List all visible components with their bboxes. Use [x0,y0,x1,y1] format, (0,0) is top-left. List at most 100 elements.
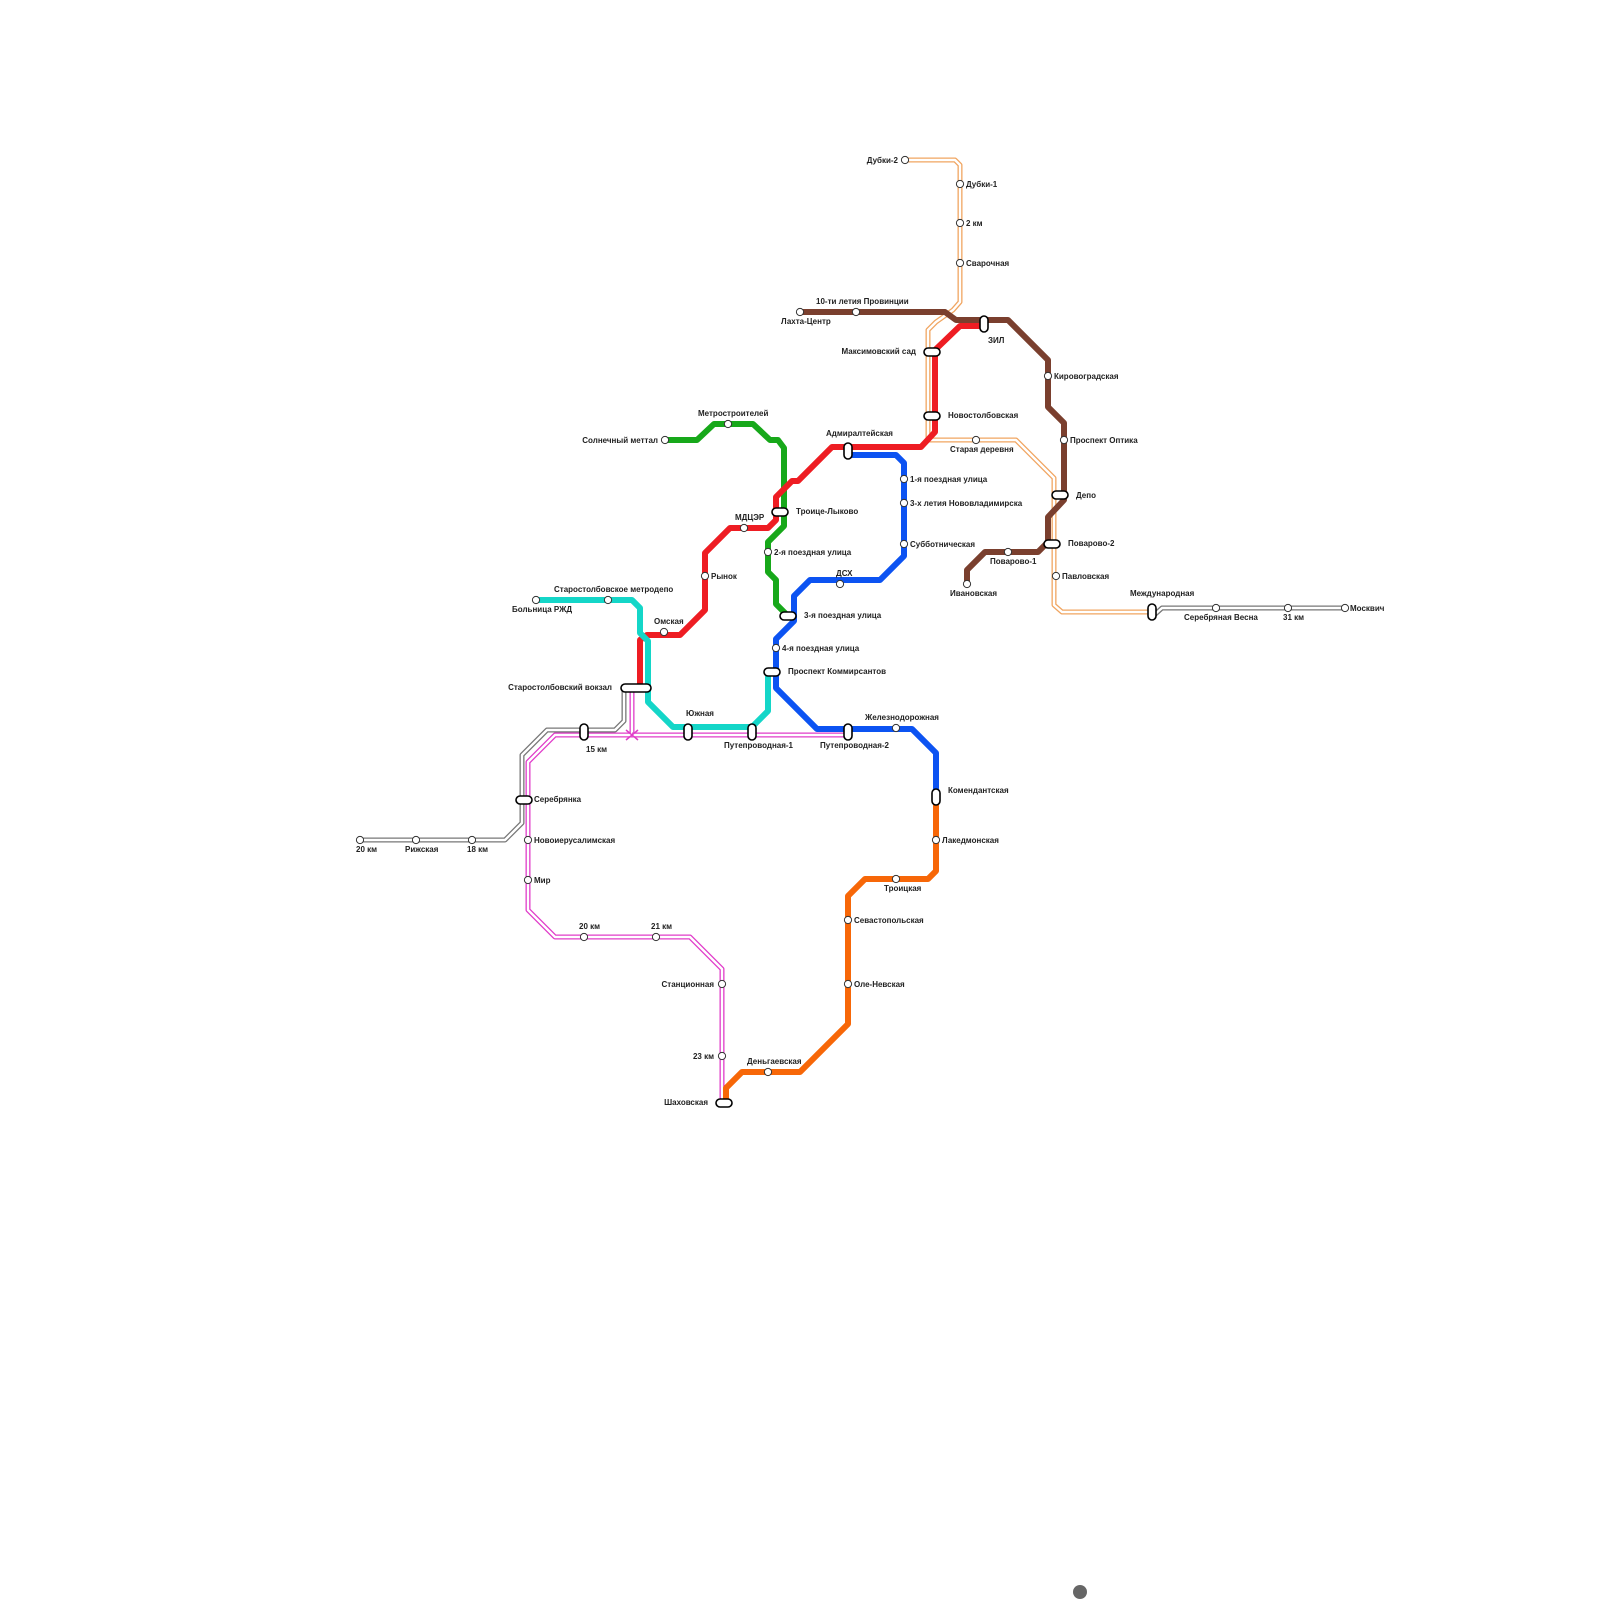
station-troitse[interactable]: Троице-Лыково [771,507,858,517]
station-vokzal[interactable]: Старостолбовский вокзал [508,683,652,693]
station-marker-icon[interactable] [1059,435,1069,445]
station-km31[interactable]: 31 км [1283,603,1304,622]
station-marker-icon[interactable] [1147,603,1157,621]
station-kirovogradskaya[interactable]: Кировоградская [1043,371,1119,381]
station-novostolbovskaya[interactable]: Новостолбовская [923,411,1019,421]
station-marker-icon[interactable] [955,179,965,189]
station-marker-icon[interactable] [923,411,941,421]
station-poezd4[interactable]: 4-я поездная улица [771,643,860,653]
station-troickaya[interactable]: Троицкая [884,874,922,893]
station-marker-icon[interactable] [523,875,533,885]
station-marker-icon[interactable] [683,723,693,741]
station-marker-icon[interactable] [531,595,541,605]
station-provincii[interactable]: 10-ти летия Провинции [816,297,909,317]
station-marker-icon[interactable] [955,218,965,228]
station-puteprov2[interactable]: Путепроводная-2 [820,723,890,750]
station-marker-icon[interactable] [851,307,861,317]
station-km20s[interactable]: 20 км [579,922,600,942]
station-marker-icon[interactable] [962,579,972,589]
station-stancion[interactable]: Станционная [662,979,727,989]
station-sevastop[interactable]: Севастопольская [843,915,924,925]
station-marker-icon[interactable] [747,723,757,741]
station-marker-icon[interactable] [1211,603,1221,613]
station-rizhskaya[interactable]: Рижская [405,835,439,854]
station-komendant[interactable]: Комендантская [931,786,1009,806]
station-moskvich[interactable]: Москвич [1340,603,1385,613]
station-mir[interactable]: Мир [523,875,551,885]
station-subbot[interactable]: Субботническая [899,539,975,549]
station-lakedem[interactable]: Лакедмонская [931,835,999,845]
station-zil[interactable]: ЗИЛ [979,315,1005,345]
station-novoierus[interactable]: Новоиерусалимская [523,835,615,845]
station-km21[interactable]: 21 км [651,922,672,942]
station-marker-icon[interactable] [795,307,805,317]
station-ivanovskaya[interactable]: Ивановская [950,579,997,598]
station-marker-icon[interactable] [843,915,853,925]
station-svarochnaya[interactable]: Сварочная [955,258,1010,268]
station-marker-icon[interactable] [620,683,652,693]
station-poezd1[interactable]: 1-я поездная улица [899,474,988,484]
station-dubki1[interactable]: Дубки-1 [955,179,998,189]
station-marker-icon[interactable] [763,667,781,677]
station-novovlad[interactable]: 3-х летия Нововладимирска [899,498,1023,508]
station-marker-icon[interactable] [891,723,901,733]
station-marker-icon[interactable] [467,835,477,845]
station-marker-icon[interactable] [931,835,941,845]
station-kommersant[interactable]: Проспект Коммирсантов [763,667,886,677]
station-dubki2[interactable]: Дубки-2 [867,155,910,165]
station-shakhov[interactable]: Шаховская [664,1098,733,1108]
station-marker-icon[interactable] [843,442,853,460]
station-lakhta[interactable]: Лахта-Центр [781,307,831,326]
station-marker-icon[interactable] [891,874,901,884]
station-marker-icon[interactable] [923,347,941,357]
station-optika[interactable]: Проспект Оптика [1059,435,1138,445]
station-marker-icon[interactable] [700,571,710,581]
station-poezd2[interactable]: 2-я поездная улица [763,547,852,557]
station-marker-icon[interactable] [739,523,749,533]
station-metrodepo[interactable]: Старостолбовское метродепо [554,585,673,605]
station-depo[interactable]: Депо [1051,490,1096,500]
station-povarovo1[interactable]: Поварово-1 [990,547,1037,566]
station-marker-icon[interactable] [971,435,981,445]
station-km2[interactable]: 2 км [955,218,983,228]
station-puteprov1[interactable]: Путепроводная-1 [724,723,794,750]
station-marker-icon[interactable] [515,795,533,805]
station-marker-icon[interactable] [899,498,909,508]
station-metrostroiteley[interactable]: Метростроителей [698,409,768,429]
station-marker-icon[interactable] [900,155,910,165]
station-marker-icon[interactable] [1003,547,1013,557]
station-marker-icon[interactable] [411,835,421,845]
station-marker-icon[interactable] [779,611,797,621]
station-marker-icon[interactable] [1043,539,1061,549]
station-marker-icon[interactable] [763,547,773,557]
station-marker-icon[interactable] [717,979,727,989]
station-marker-icon[interactable] [835,579,845,589]
station-poezd3[interactable]: 3-я поездная улица [779,611,882,621]
station-marker-icon[interactable] [771,643,781,653]
station-marker-icon[interactable] [1051,571,1061,581]
station-marker-icon[interactable] [523,835,533,845]
station-dengaev[interactable]: Деньгаевская [747,1057,802,1077]
station-km23[interactable]: 23 км [693,1051,727,1061]
station-omskaya[interactable]: Омская [654,617,684,637]
station-povarovo2[interactable]: Поварово-2 [1043,539,1115,549]
station-km15[interactable]: 15 км [579,723,607,754]
station-marker-icon[interactable] [843,723,853,741]
station-maksimovsky[interactable]: Максимовский сад [842,347,941,357]
station-solnechny[interactable]: Солнечный меттал [582,435,670,445]
station-serebvesna[interactable]: Серебряная Весна [1184,603,1258,622]
station-marker-icon[interactable] [763,1067,773,1077]
station-marker-icon[interactable] [843,979,853,989]
station-marker-icon[interactable] [771,507,789,517]
station-marker-icon[interactable] [660,435,670,445]
station-marker-icon[interactable] [715,1098,733,1108]
station-marker-icon[interactable] [717,1051,727,1061]
station-marker-icon[interactable] [579,932,589,942]
station-marker-icon[interactable] [1283,603,1293,613]
station-olenevsk[interactable]: Оле-Невская [843,979,905,989]
station-marker-icon[interactable] [723,419,733,429]
station-marker-icon[interactable] [1051,490,1069,500]
station-marker-icon[interactable] [931,788,941,806]
station-bolnica[interactable]: Больница РЖД [512,595,572,614]
station-marker-icon[interactable] [1043,371,1053,381]
